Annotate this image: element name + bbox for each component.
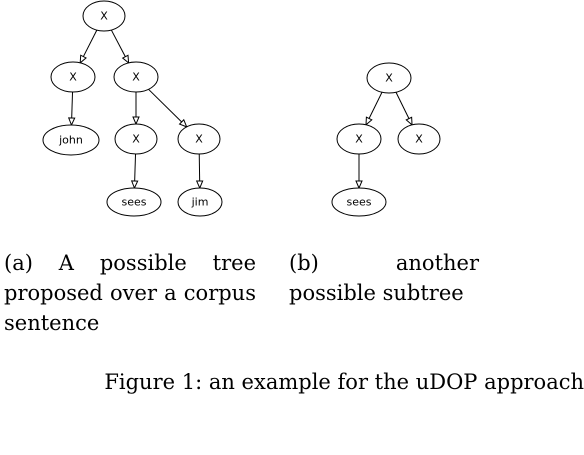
edge-right-rr [148,88,188,128]
node-label-right: X [415,133,423,146]
tree-node-right [397,123,441,155]
tree-node-left [50,61,96,93]
tree-node-root [82,0,126,32]
tree-node-rl [114,123,158,155]
tree-node-root [366,62,412,94]
arrowhead-right-rr [178,118,188,128]
figure-caption: Figure 1: an example for the uDOP approa… [104,370,584,394]
subfigure-a-caption: (a) A possible tree proposed over a corp… [4,251,256,335]
arrowhead-root-right [121,54,130,65]
node-label-jim: jim [191,196,209,209]
subfigure-b-caption: (b) another possible subtree [289,251,479,305]
arrowhead-left-john [67,117,76,127]
tree-node-jim [177,187,223,217]
node-label-root: X [100,10,108,23]
node-label-left: X [355,133,363,146]
arrowhead-root-right [405,116,413,126]
tree-node-sees [331,187,387,217]
tree-node-john [42,124,100,156]
node-label-right: X [132,71,140,84]
tree-node-rr [177,123,221,155]
node-label-sees: sees [122,196,147,209]
arrowhead-rl-sees [130,180,139,190]
node-label-rr: X [195,133,203,146]
node-label-rl: X [132,133,140,146]
tree-node-sees [106,187,162,217]
tree-node-right [113,61,159,93]
arrowhead-root-left [79,54,87,64]
node-label-john: john [58,134,83,147]
arrowhead-rr-jim [195,180,204,190]
tree-node-left [336,123,382,155]
node-label-left: X [69,71,77,84]
node-label-sees: sees [347,196,372,209]
arrowhead-right-rl [132,116,140,126]
arrowhead-root-left [365,116,373,126]
node-label-root: X [385,72,393,85]
arrowhead-left-sees [355,180,363,190]
